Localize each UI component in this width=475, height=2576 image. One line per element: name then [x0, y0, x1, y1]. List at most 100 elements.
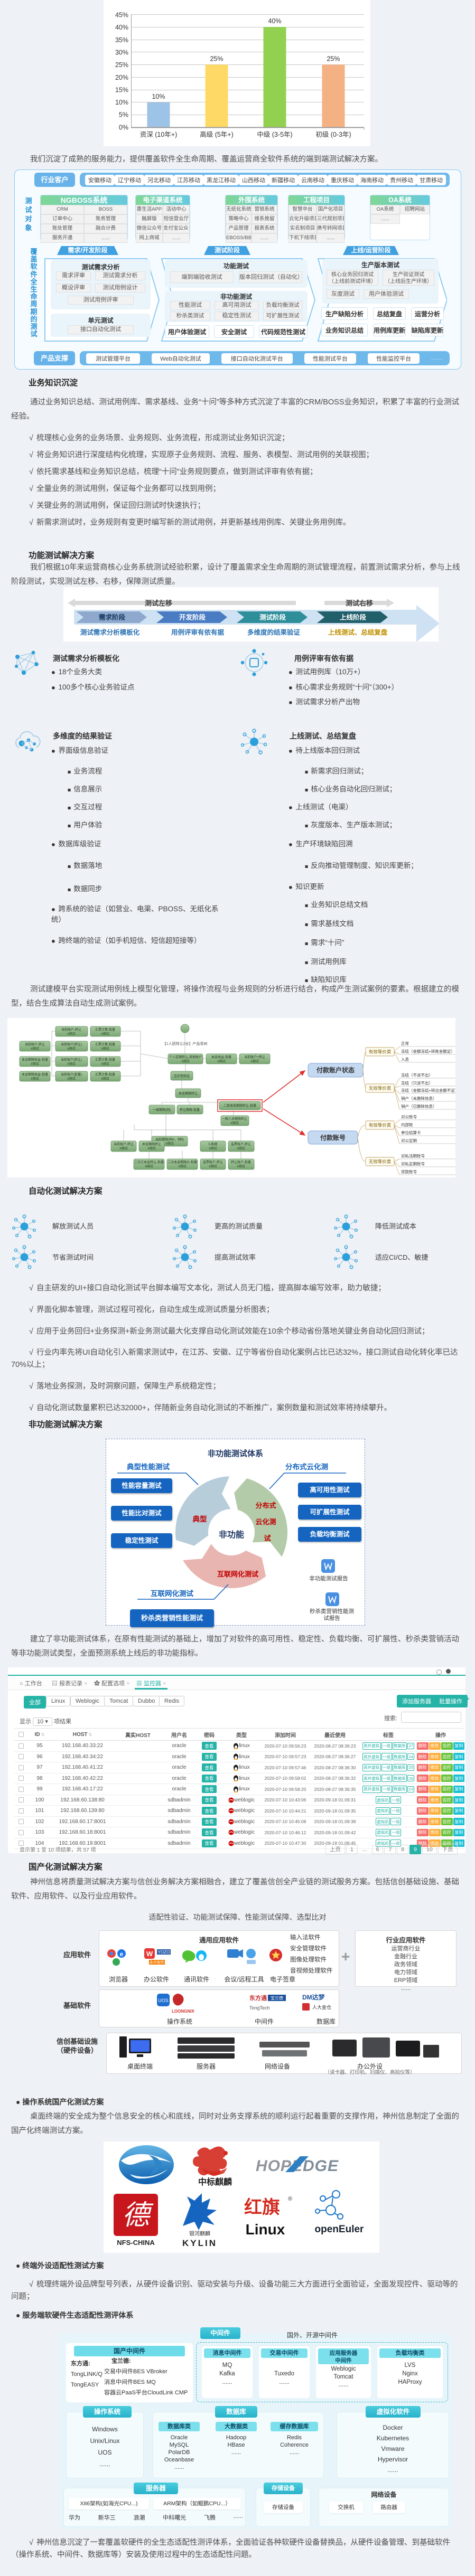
svg-text:一级期限(例): 一级期限(例)	[153, 1108, 171, 1112]
svg-text:当前账户-转让: 当前账户-转让	[61, 1027, 81, 1032]
svg-text:二次本金期限价-批量: 二次本金期限价-批量	[167, 1160, 197, 1164]
svg-text:45%: 45%	[115, 12, 128, 19]
svg-text:无效等价类: 无效等价类	[369, 1086, 392, 1091]
svg-text:#测试: #测试	[101, 1062, 109, 1066]
svg-text:NFS-CHINA: NFS-CHINA	[117, 2239, 155, 2247]
svg-text:正常: 正常	[401, 1041, 409, 1046]
svg-text:25%: 25%	[210, 55, 223, 63]
svg-text:多维度的结果验证: 多维度的结果验证	[247, 628, 301, 636]
svg-text:e: e	[120, 1950, 124, 1958]
svg-text:有效等价类: 有效等价类	[369, 1122, 392, 1128]
svg-text:YOZO: YOZO	[158, 1950, 170, 1955]
svg-text:汇票计算-批量: 汇票计算-批量	[95, 1058, 115, 1062]
svg-text:#测试: #测试	[31, 1077, 39, 1081]
svg-text:#测试: #测试	[165, 1141, 173, 1146]
svg-text:DM达梦: DM达梦	[302, 1993, 325, 2001]
svg-text:红旗: 红旗	[244, 2197, 280, 2218]
svg-text:Linux: Linux	[246, 2221, 285, 2238]
svg-text:#测试: #测试	[217, 1059, 225, 1063]
svg-text:付款账号: 付款账号	[320, 1134, 346, 1141]
svg-text:openEuler: openEuler	[315, 2224, 365, 2235]
svg-text:试: 试	[264, 1534, 271, 1542]
svg-text:20%: 20%	[115, 74, 128, 81]
svg-text:分布式: 分布式	[255, 1502, 276, 1509]
svg-text:冻结（不进不出）: 冻结（不进不出）	[401, 1072, 433, 1078]
svg-text:#测试: #测试	[67, 1032, 75, 1036]
svg-text:当前账户(转让): 当前账户(转让)	[61, 1042, 82, 1046]
svg-text:人大金仓: 人大金仓	[312, 2004, 331, 2010]
svg-text:秒杀类营销性能测: 秒杀类营销性能测	[310, 1608, 354, 1615]
svg-text:#测试: #测试	[250, 1059, 258, 1063]
svg-text:测试右移: 测试右移	[346, 599, 373, 607]
svg-text:典型性能测试: 典型性能测试	[127, 1462, 170, 1471]
svg-text:#测试: #测试	[31, 1062, 39, 1066]
svg-text:本金收益-批量: 本金收益-批量	[211, 1055, 231, 1059]
svg-text:冻结（金额冻结+转出金额不足）: 冻结（金额冻结+转出金额不足）	[401, 1088, 455, 1093]
svg-text:云化测: 云化测	[255, 1518, 276, 1526]
svg-text:当前账户-转让: 当前账户-转让	[114, 1142, 134, 1146]
svg-text:40%: 40%	[268, 17, 281, 25]
svg-text:#测试: #测试	[101, 1032, 109, 1036]
svg-text:#测试: #测试	[31, 1046, 39, 1051]
svg-text:互斥性验证: 互斥性验证	[174, 1074, 190, 1078]
svg-text:【1人团特让2全】产品青树: 【1人团特让2全】产品青树	[163, 1041, 208, 1046]
svg-text:互联网化测试: 互联网化测试	[151, 1589, 193, 1598]
svg-text:银河麒麟: 银河麒麟	[189, 2230, 210, 2237]
svg-text:冻结（只进不出）: 冻结（只进不出）	[401, 1080, 433, 1086]
svg-text:5.账期: 5.账期	[208, 1142, 217, 1146]
svg-text:个人定期转让-其他账户: 个人定期转让-其他账户	[169, 1055, 202, 1059]
svg-text:®: ®	[288, 2196, 292, 2202]
svg-text:本金期限转让: 本金期限转让	[179, 1091, 198, 1096]
svg-text:一般人员期限转让: 一般人员期限转让	[222, 1117, 247, 1121]
svg-text:本金期限转让: 本金期限转让	[142, 1142, 161, 1146]
svg-text:内部账: 内部账	[401, 1122, 413, 1127]
svg-text:#测试: #测试	[67, 1046, 75, 1051]
svg-text:#测试: #测试	[147, 1146, 155, 1150]
svg-text:#测试: #测试	[67, 1077, 75, 1081]
svg-text:测试需求分析模板化: 测试需求分析模板化	[80, 628, 140, 636]
svg-text:上线测试、总结复盘: 上线测试、总结复盘	[328, 628, 388, 636]
svg-text:非功能测试报告: 非功能测试报告	[309, 1575, 348, 1582]
svg-text:销户（未删除信息）: 销户（未删除信息）	[401, 1096, 437, 1101]
svg-text:永中软件: 永中软件	[150, 1960, 164, 1965]
svg-text:KYLIN: KYLIN	[182, 2238, 217, 2248]
svg-text:当前账户-转让: 当前账户-转让	[25, 1042, 45, 1046]
svg-text:无效等价类: 无效等价类	[369, 1159, 392, 1164]
svg-text:需求阶段: 需求阶段	[99, 614, 126, 621]
svg-text:中级 (3-5年): 中级 (3-5年)	[257, 130, 292, 138]
svg-text:德: 德	[122, 2201, 154, 2231]
svg-text:#测试: #测试	[145, 1164, 153, 1168]
svg-text:初级 (0-3年): 初级 (0-3年)	[315, 131, 351, 138]
svg-text:测试左移: 测试左移	[145, 599, 172, 607]
svg-text:汇票计算-批量: 汇票计算-批量	[95, 1042, 115, 1046]
svg-text:DGE: DGE	[303, 2157, 339, 2175]
svg-text:互联网化测试: 互联网化测试	[217, 1570, 258, 1578]
svg-text:15%: 15%	[115, 87, 128, 94]
svg-text:0%: 0%	[119, 124, 128, 131]
svg-text:35%: 35%	[115, 36, 128, 44]
svg-text:贷款账号: 贷款账号	[401, 1169, 417, 1174]
svg-text:当前账户(转让): 当前账户(转让)	[61, 1058, 82, 1062]
svg-text:典型: 典型	[193, 1515, 207, 1523]
svg-text:监票账户-转让: 监票账户-转让	[203, 1160, 223, 1164]
svg-text:#测试: #测试	[101, 1046, 109, 1051]
svg-text:#测试: #测试	[230, 1121, 238, 1125]
svg-text:本金期限收益-批量: 本金期限收益-批量	[22, 1058, 48, 1062]
svg-text:30%: 30%	[115, 49, 128, 56]
svg-text:#测试: #测试	[237, 1164, 245, 1168]
svg-text:25%: 25%	[327, 55, 340, 63]
svg-text:中标麒麟: 中标麒麟	[198, 2177, 232, 2187]
svg-text:5%: 5%	[119, 111, 128, 119]
svg-text:用例评审有依有据: 用例评审有依有据	[171, 628, 225, 636]
svg-text:#测试: #测试	[181, 1059, 189, 1063]
svg-text:汇票计算-批量: 汇票计算-批量	[95, 1072, 115, 1077]
svg-text:#测试: #测试	[67, 1062, 75, 1066]
svg-text:LOONGNIX: LOONGNIX	[172, 2009, 194, 2014]
svg-text:测试阶段: 测试阶段	[259, 614, 286, 621]
svg-text:#测试: #测试	[119, 1146, 127, 1150]
svg-text:二级发放期限转让-批量: 二级发放期限转让-批量	[223, 1103, 256, 1108]
svg-text:有效等价类: 有效等价类	[369, 1049, 392, 1054]
svg-text:非功能: 非功能	[219, 1530, 244, 1540]
svg-text:40%: 40%	[115, 24, 128, 31]
svg-text:销户（已删除信息）: 销户（已删除信息）	[401, 1103, 437, 1109]
